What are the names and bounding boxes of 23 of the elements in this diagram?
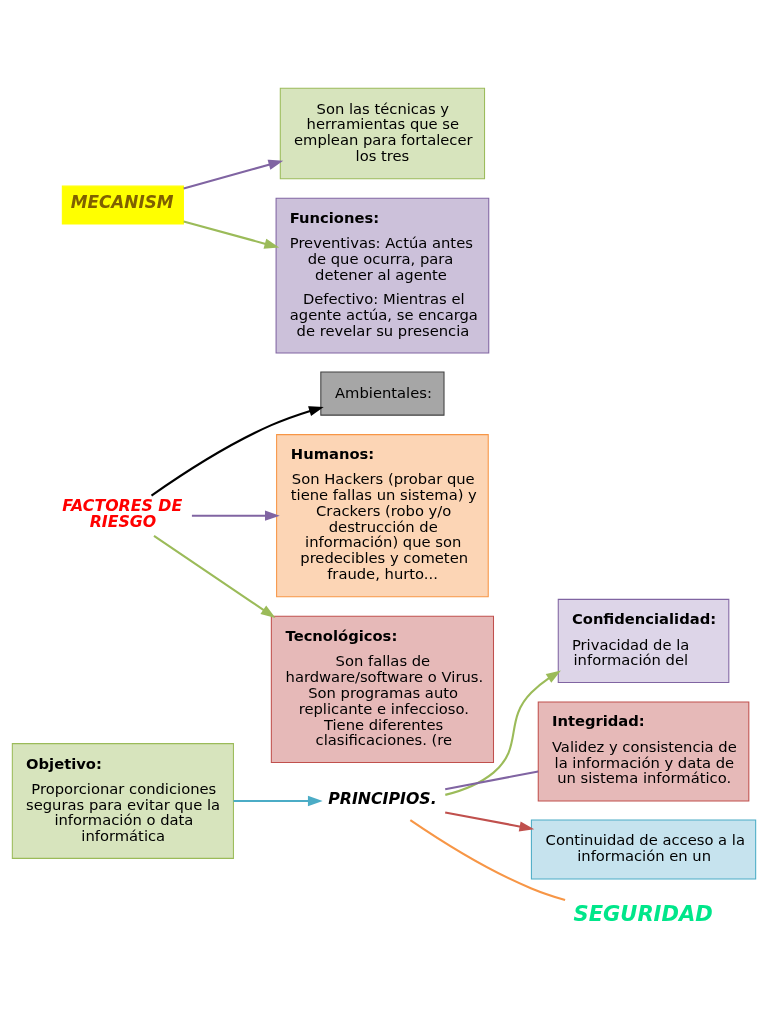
node-box: Funciones: Preventivas: Actúa antes de que ocurra, para detener al agente Defectivo: Mientras el agente actúa, se encarga de revelar su presencia bbox=[275, 197, 490, 354]
node-box: Tecnológicos: Son fallas de hardware/software o Virus. Son programas auto replicante e infeccioso. Tiene diferentes clasificaciones. (re bbox=[270, 615, 495, 764]
node-box: Ambientales: bbox=[320, 371, 445, 416]
arrow bbox=[150, 406, 324, 497]
node-text: FACTORES DE RIESGO bbox=[62, 496, 183, 532]
arrow bbox=[183, 220, 280, 249]
connector bbox=[445, 770, 539, 791]
node-box: MECANISM bbox=[61, 185, 184, 225]
arrow bbox=[233, 795, 323, 807]
node-box: Integridad: Validez y consistencia de la información y data de un sistema informático. bbox=[537, 701, 750, 802]
node-box: Humanos: Son Hackers (probar que tiene fallas un sistema) y Crackers (robo y/o destrucción de información) que son predecibles y cometen fraude, hurto... bbox=[276, 434, 489, 598]
node-box: Continuidad de acceso a la información en un bbox=[530, 819, 757, 880]
arrow bbox=[191, 510, 280, 521]
arrow bbox=[153, 535, 276, 618]
node-text: PRINCIPIOS. bbox=[328, 788, 437, 808]
arrow bbox=[445, 811, 535, 832]
node-text: SEGURIDAD bbox=[573, 901, 713, 927]
connector bbox=[409, 819, 566, 902]
arrow bbox=[445, 670, 561, 796]
node-box: Son las técnicas y herramientas que se emplean para fortalecer los tres bbox=[279, 87, 486, 180]
arrow bbox=[183, 159, 284, 190]
node-box: Confidencialidad: Privacidad de la información del bbox=[557, 598, 730, 684]
node-box: Objetivo: Proporcionar condiciones seguras para evitar que la información o data informática bbox=[11, 743, 234, 859]
